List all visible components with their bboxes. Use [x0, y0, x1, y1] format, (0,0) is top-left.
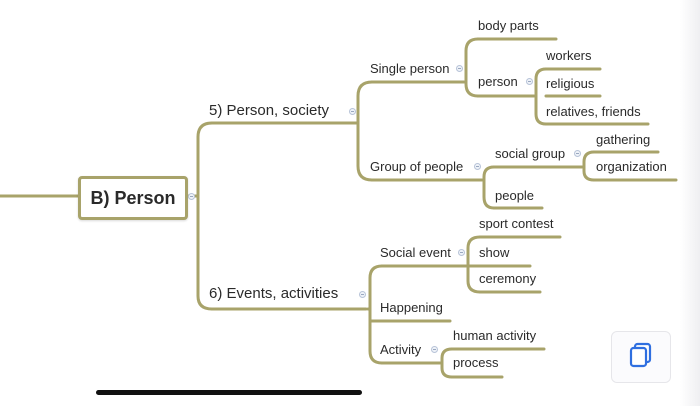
node-ceremony[interactable]: ceremony — [479, 271, 537, 286]
collapse-toggle-icon[interactable] — [431, 346, 438, 353]
connector-line — [440, 347, 454, 379]
node-people[interactable]: people — [495, 188, 535, 203]
collapse-toggle-icon[interactable] — [359, 291, 366, 298]
collapse-toggle-icon[interactable] — [188, 193, 195, 200]
node-relatives-friends[interactable]: relatives, friends — [546, 104, 641, 119]
node-human-activity[interactable]: human activity — [453, 328, 537, 343]
node-body-parts[interactable]: body parts — [478, 18, 539, 33]
connector-line — [368, 264, 384, 365]
node-gathering[interactable]: gathering — [596, 132, 651, 147]
node-social-group[interactable]: social group — [495, 146, 566, 161]
collapse-toggle-icon[interactable] — [458, 249, 465, 256]
branch-events-activities[interactable]: 6) Events, activities — [209, 285, 339, 302]
connector-line — [356, 80, 374, 182]
collapse-toggle-icon[interactable] — [456, 65, 463, 72]
node-single-person[interactable]: Single person — [370, 61, 450, 76]
copy-icon — [629, 342, 653, 373]
node-group-of-people[interactable]: Group of people — [370, 159, 464, 174]
node-activity[interactable]: Activity — [380, 342, 422, 357]
root-node[interactable]: B) Person — [78, 176, 188, 220]
home-indicator[interactable] — [96, 390, 362, 395]
copy-button[interactable] — [611, 331, 671, 383]
node-show[interactable]: show — [479, 245, 510, 260]
node-person[interactable]: person — [478, 74, 518, 89]
connector-line — [464, 37, 480, 98]
collapse-toggle-icon[interactable] — [474, 163, 481, 170]
node-organization[interactable]: organization — [596, 159, 667, 174]
scroll-edge-shadow — [680, 0, 700, 406]
collapse-toggle-icon[interactable] — [526, 78, 533, 85]
connector-line — [534, 67, 548, 126]
connector-line — [582, 150, 596, 182]
node-social-event[interactable]: Social event — [380, 245, 451, 260]
connector-line — [196, 121, 214, 311]
node-happening[interactable]: Happening — [380, 300, 443, 315]
node-religious[interactable]: religious — [546, 76, 595, 91]
collapse-toggle-icon[interactable] — [349, 108, 356, 115]
root-label: B) Person — [90, 187, 176, 208]
node-process[interactable]: process — [453, 355, 499, 370]
node-workers[interactable]: workers — [546, 48, 592, 63]
collapse-toggle-icon[interactable] — [574, 150, 581, 157]
node-sport-contest[interactable]: sport contest — [479, 216, 554, 231]
connector-line — [482, 165, 496, 210]
branch-person-society[interactable]: 5) Person, society — [209, 102, 330, 119]
